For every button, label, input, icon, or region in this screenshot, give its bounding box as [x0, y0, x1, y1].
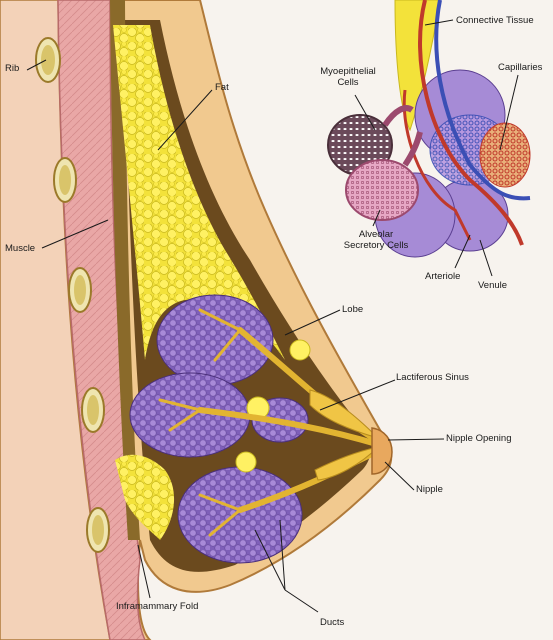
label-ducts: Ducts [320, 617, 345, 628]
label-nipple: Nipple [416, 484, 443, 495]
label-connective-tissue: Connective Tissue [456, 15, 534, 26]
leader-lines [26, 19, 519, 613]
connective-tissue-band [394, 0, 441, 132]
label-arteriole: Arteriole [425, 271, 461, 282]
alveolar-secretory-alveolus [345, 159, 419, 221]
label-alveolar-line1: Alveolar [358, 229, 394, 240]
inset-illustration [327, 0, 531, 258]
label-alveolar-secretory-cells: Alveolar Secretory Cells [336, 229, 416, 251]
label-rib: Rib [5, 63, 20, 74]
label-myoepithelial-line2: Cells [337, 77, 359, 88]
label-fat: Fat [215, 82, 229, 93]
fat-tissue [113, 25, 285, 360]
fat-lower [115, 454, 175, 540]
label-nipple-opening: Nipple Opening [446, 433, 512, 444]
label-venule: Venule [478, 280, 508, 291]
label-capillaries: Capillaries [498, 62, 543, 73]
nipple [371, 427, 393, 475]
label-myoepithelial-line1: Myoepithelial [320, 66, 376, 77]
label-alveolar-line2: Secretory Cells [343, 240, 409, 251]
label-lactiferous-sinus: Lactiferous Sinus [396, 372, 469, 383]
artery [418, 0, 524, 246]
vein [434, 0, 531, 201]
ribs [35, 37, 110, 553]
label-inframammary-fold: Inframammary Fold [116, 601, 199, 612]
label-muscle: Muscle [5, 243, 36, 254]
label-myoepithelial-cells: Myoepithelial Cells [318, 66, 378, 88]
label-lobe: Lobe [342, 304, 364, 315]
